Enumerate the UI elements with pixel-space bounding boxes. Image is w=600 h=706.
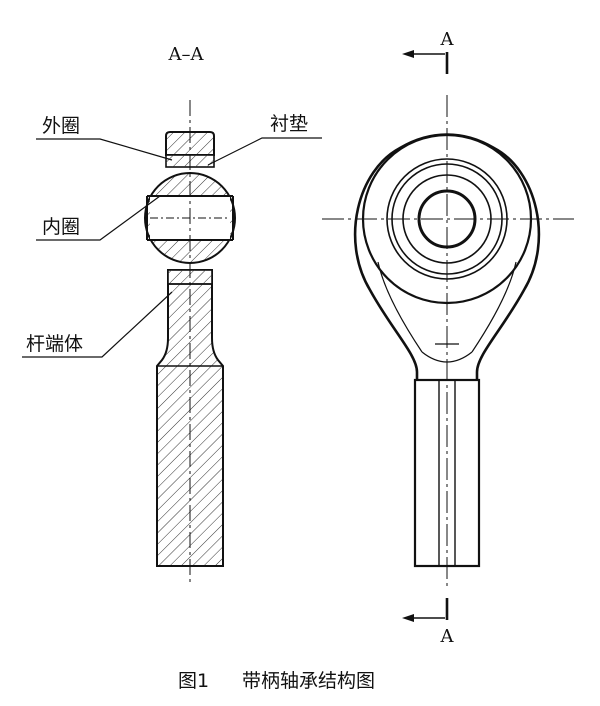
inner-ring-circle (402, 174, 492, 264)
leader-lines (22, 137, 322, 358)
label-liner: 衬垫 (270, 113, 308, 135)
label-outer-ring: 外圈 (42, 115, 80, 137)
view-marker-top: A (440, 29, 455, 50)
liner-circle (386, 158, 508, 280)
section-view (144, 100, 236, 582)
outer-ring-circle (361, 133, 533, 305)
caption-title: 带柄轴承结构图 (242, 670, 375, 692)
view-marker-bottom: A (440, 626, 455, 647)
figure-caption: 图1 带柄轴承结构图 (178, 670, 375, 692)
bore-circle (417, 189, 477, 249)
leader-liner (207, 137, 322, 166)
section-label: A–A (168, 44, 205, 65)
leader-outer-ring (36, 138, 173, 161)
leader-inner-ring (36, 195, 161, 241)
label-inner-ring: 内圈 (42, 216, 80, 238)
section-marker-top: A (402, 29, 455, 74)
front-view (322, 95, 574, 590)
housing-top (165, 131, 215, 156)
leader-rod-end-body (22, 291, 173, 358)
label-rod-end-body: 杆端体 (26, 333, 83, 355)
section-marker-bottom: A (402, 598, 455, 647)
caption-number: 图1 (178, 670, 209, 692)
